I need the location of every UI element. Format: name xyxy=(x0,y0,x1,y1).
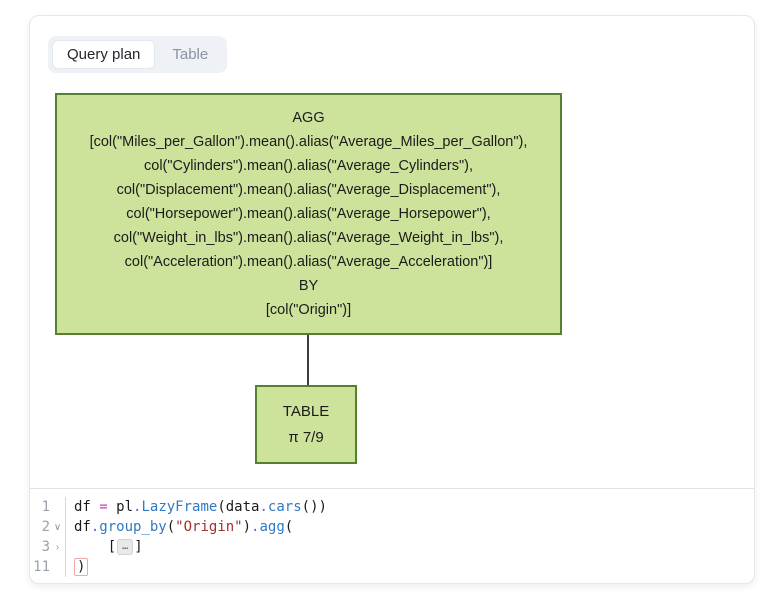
code-line-1: 1 df = pl.LazyFrame(data.cars()) xyxy=(30,497,754,517)
fold-collapsed-icon[interactable]: › xyxy=(55,541,60,553)
code-token: ] xyxy=(134,539,143,555)
code-token: [ xyxy=(74,539,117,555)
line-number: 3 xyxy=(41,539,50,555)
gutter: 3 › xyxy=(30,537,66,557)
code-token: ( xyxy=(284,519,294,535)
code-token: "Origin" xyxy=(175,519,243,535)
code-line-3: 3 › […] xyxy=(30,537,754,557)
code-content[interactable]: ) xyxy=(66,558,89,576)
table-node: TABLE π 7/9 xyxy=(255,385,357,464)
agg-node: AGG [col("Miles_per_Gallon").mean().alia… xyxy=(55,93,562,335)
code-content[interactable]: df.group_by("Origin").agg( xyxy=(66,519,293,535)
edge-agg-to-table xyxy=(307,335,309,385)
code-line-2: 2 ∨ df.group_by("Origin").agg( xyxy=(30,517,754,537)
query-plan-diagram: AGG [col("Miles_per_Gallon").mean().alia… xyxy=(30,16,754,488)
code-token: . xyxy=(133,499,142,515)
agg-node-line: AGG xyxy=(292,110,325,126)
code-editor[interactable]: 1 df = pl.LazyFrame(data.cars()) 2 ∨ df.… xyxy=(30,488,754,583)
code-token: pl xyxy=(107,499,134,515)
line-number: 1 xyxy=(41,499,50,515)
agg-node-line: col("Cylinders").mean().alias("Average_C… xyxy=(144,158,473,174)
gutter: 11 xyxy=(30,557,66,577)
agg-node-line: col("Acceleration").mean().alias("Averag… xyxy=(124,254,493,270)
agg-node-line: [col("Origin")] xyxy=(265,302,352,318)
table-node-projection: π 7/9 xyxy=(288,428,324,446)
tab-query-plan[interactable]: Query plan xyxy=(52,40,156,69)
tab-bar: Query plan Table xyxy=(48,36,228,73)
agg-node-line: BY xyxy=(298,278,319,294)
agg-node-line: col("Displacement").mean().alias("Averag… xyxy=(116,182,501,198)
code-content[interactable]: […] xyxy=(66,539,143,555)
code-token: group_by xyxy=(99,519,167,535)
matching-bracket: ) xyxy=(74,558,89,576)
code-token: ( xyxy=(166,519,176,535)
code-line-11: 11 ) xyxy=(30,557,754,577)
code-token: . xyxy=(90,519,100,535)
code-token: ) xyxy=(242,519,252,535)
fold-placeholder[interactable]: … xyxy=(117,539,134,555)
fold-open-icon[interactable]: ∨ xyxy=(53,521,62,533)
agg-node-line: [col("Miles_per_Gallon").mean().alias("A… xyxy=(89,134,528,150)
code-token: = xyxy=(99,499,108,515)
code-token: (data xyxy=(217,499,260,515)
code-token: df xyxy=(74,519,91,535)
code-token: agg xyxy=(259,519,285,535)
code-token: ()) xyxy=(301,499,327,515)
code-token: . xyxy=(251,519,260,535)
code-content[interactable]: df = pl.LazyFrame(data.cars()) xyxy=(66,499,327,515)
line-number: 2 xyxy=(41,519,50,535)
gutter: 2 ∨ xyxy=(30,517,66,537)
code-token: . xyxy=(259,499,268,515)
code-token: LazyFrame xyxy=(141,499,218,515)
tab-table[interactable]: Table xyxy=(172,46,209,63)
line-number: 11 xyxy=(33,559,50,575)
gutter: 1 xyxy=(30,497,66,517)
query-plan-card: Query plan Table AGG [col("Miles_per_Gal… xyxy=(29,15,755,584)
code-token: df xyxy=(74,499,100,515)
agg-node-line: col("Weight_in_lbs").mean().alias("Avera… xyxy=(113,230,504,246)
code-token: cars xyxy=(267,499,302,515)
agg-node-line: col("Horsepower").mean().alias("Average_… xyxy=(126,206,491,222)
table-node-title: TABLE xyxy=(282,402,330,420)
